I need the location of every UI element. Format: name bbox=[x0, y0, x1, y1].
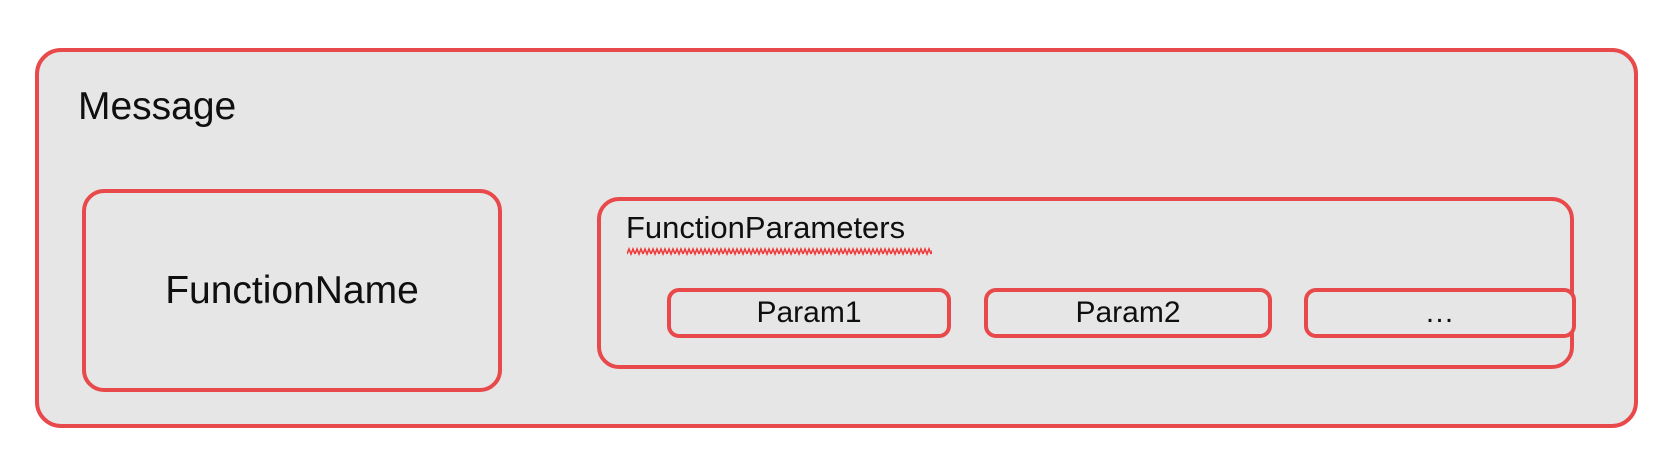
function-name-box: FunctionName bbox=[82, 189, 502, 392]
parameter-box-2: Param2 bbox=[984, 288, 1272, 338]
function-parameters-label: FunctionParameters bbox=[626, 210, 906, 245]
parameter-label: Param1 bbox=[756, 296, 862, 329]
parameter-label: Param2 bbox=[1075, 296, 1181, 329]
parameter-box-more: … bbox=[1304, 288, 1576, 338]
parameter-box-1: Param1 bbox=[667, 288, 951, 338]
function-name-label: FunctionName bbox=[165, 269, 419, 312]
message-label: Message bbox=[78, 85, 237, 128]
function-parameters-box: FunctionParameters Param1 Param2 … bbox=[597, 197, 1576, 369]
parameter-ellipsis-label: … bbox=[1424, 296, 1456, 329]
message-box: Message FunctionName FunctionParameters … bbox=[35, 48, 1638, 428]
spellcheck-squiggle-icon bbox=[627, 247, 932, 256]
parameter-list: Param1 Param2 … bbox=[601, 201, 1576, 365]
